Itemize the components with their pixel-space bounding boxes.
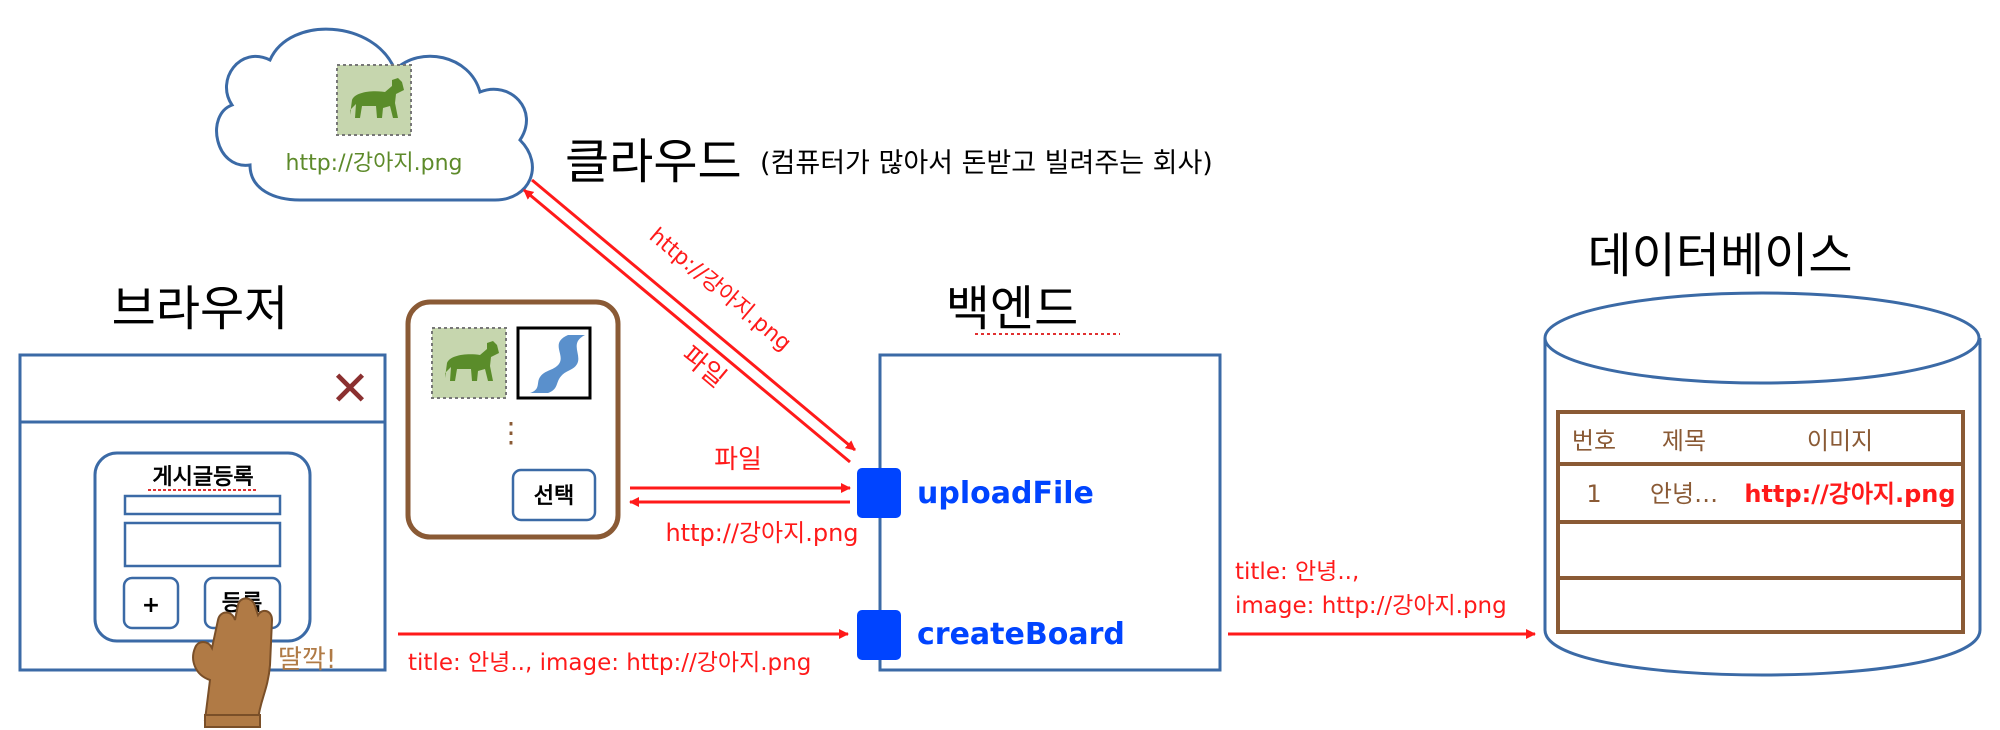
add-image-label: + [142,593,160,618]
table-header-number: 번호 [1572,427,1616,455]
cloud-subtitle: (컴퓨터가 많아서 돈받고 빌려주는 회사) [760,148,1213,179]
backend-server [878,353,1222,672]
arrow-db-text-line1: title: 안녕.., [1235,559,1359,585]
title-input[interactable] [123,494,282,516]
create-board-endpoint[interactable] [857,610,901,660]
upload-file-endpoint[interactable] [857,468,901,518]
database-table [1556,410,1965,634]
table-cell-number: 1 [1586,480,1601,508]
form-title: 게시글등록 [152,465,253,490]
click-text: 딸깍! [278,645,336,675]
cloud-url-label: http://강아지.png [286,151,463,176]
content-input[interactable] [123,521,282,568]
dog-image-icon [336,64,412,136]
arrow-db-text-line2: image: http://강아지.png [1235,593,1507,619]
river-file-icon[interactable] [516,326,592,400]
create-board-label: createBoard [917,617,1125,652]
browser-title: 브라우저 [112,281,289,337]
arrow-file-text: 파일 [714,445,762,475]
arrow-cloud-file-text: 파일 [676,340,732,394]
arrow-browser-create-text: title: 안녕.., image: http://강아지.png [408,650,811,676]
add-image-button[interactable] [122,576,180,630]
cloud: http://강아지.png [215,27,534,202]
dog-file-icon[interactable] [431,327,507,399]
backend-title: 백엔드 [946,281,1078,337]
more-files-ellipsis: ⋮ [497,416,525,449]
table-header-title: 제목 [1662,427,1706,455]
close-icon[interactable]: ✕ [330,361,370,417]
upload-file-label: uploadFile [917,476,1094,511]
pointing-hand-icon [192,597,274,728]
arrow-cloud-to-backend [531,178,856,452]
arrow-backend-to-cloud [523,188,851,464]
table-cell-image: http://강아지.png [1744,480,1955,508]
arrow-url-return-text: http://강아지.png [665,519,858,547]
table-cell-title: 안녕… [1650,480,1718,508]
select-label: 선택 [534,484,574,509]
table-header-image: 이미지 [1807,427,1873,455]
cloud-title: 클라우드 [565,134,742,190]
database-title: 데이터베이스 [1588,228,1853,284]
select-button[interactable] [511,468,597,522]
